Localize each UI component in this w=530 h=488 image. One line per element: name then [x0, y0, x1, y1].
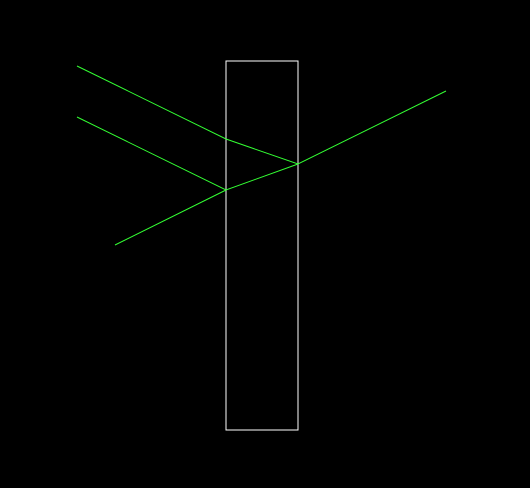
ray-upper [76, 65, 447, 165]
ray-lower-outgoing [114, 189, 227, 246]
glass-slab [225, 60, 299, 431]
